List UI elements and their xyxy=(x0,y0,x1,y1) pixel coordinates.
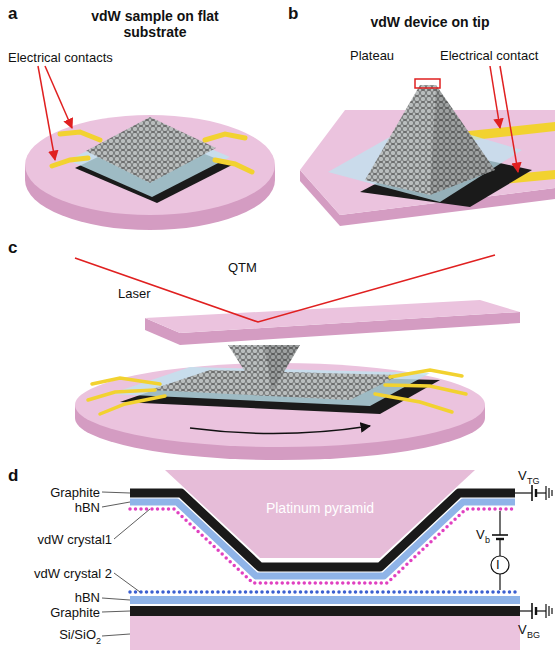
text-label: V xyxy=(476,527,485,542)
contact-wire xyxy=(60,132,100,140)
contact-wire xyxy=(215,160,252,172)
panel-a-art xyxy=(25,66,275,230)
text-label: V xyxy=(518,622,527,637)
vdw-lattice xyxy=(86,117,216,183)
wire xyxy=(536,492,546,493)
slab-top xyxy=(145,300,520,333)
ground xyxy=(548,488,549,498)
pyramid-facet xyxy=(264,345,300,392)
ammeter xyxy=(491,556,509,574)
leader-line xyxy=(114,509,150,539)
text-label: vdW crystal1 xyxy=(38,532,112,547)
bottom-graphite xyxy=(130,606,520,616)
pointer-arrow xyxy=(45,66,72,128)
pointer-arrow xyxy=(500,66,518,172)
text-label: I xyxy=(496,557,500,572)
plateau-marker xyxy=(415,79,440,88)
leader-line xyxy=(102,492,130,493)
leader-line xyxy=(102,611,130,612)
text-label: Graphite xyxy=(50,605,100,620)
pyramid-lattice xyxy=(365,85,495,195)
pyramid-facet xyxy=(430,85,495,195)
rotation-arrow xyxy=(190,426,370,434)
tip-pyramid xyxy=(228,345,300,392)
text-label: Laser xyxy=(118,286,151,301)
panel-letter: b xyxy=(288,4,298,23)
ground xyxy=(551,608,552,614)
text-label: QTM xyxy=(228,260,257,275)
panel-title: vdW sample on flat substrate xyxy=(70,8,240,40)
subscript: TG xyxy=(527,476,540,486)
leader-line xyxy=(102,502,130,507)
wire xyxy=(499,511,500,535)
contact-wire xyxy=(92,378,160,384)
text-label: vdW crystal 2 xyxy=(34,566,112,581)
text-label: Electrical contacts xyxy=(8,50,113,65)
ground xyxy=(551,490,552,496)
bottom-hbn xyxy=(130,596,520,604)
text-label: hBN xyxy=(75,590,100,605)
panel-c-art xyxy=(75,255,520,460)
panel-d-art xyxy=(102,485,552,650)
subscript: b xyxy=(485,535,490,545)
crystal2-atoms xyxy=(130,590,520,594)
battery-plate xyxy=(531,485,533,501)
wire xyxy=(499,574,500,590)
contact-wire xyxy=(390,370,462,377)
pointer-arrow xyxy=(38,66,55,160)
wire xyxy=(536,610,546,611)
panel-letter: c xyxy=(8,238,17,257)
panel-b-art xyxy=(300,66,555,226)
contact-wire xyxy=(375,394,452,412)
text-label: V xyxy=(518,468,527,483)
wire xyxy=(515,492,532,493)
subscript: 2 xyxy=(96,636,101,646)
text-label: Plateau xyxy=(350,48,394,63)
substrate-disk xyxy=(25,115,275,215)
leader-line xyxy=(114,573,140,592)
text-label: Electrical contact xyxy=(440,48,538,63)
pyramid-node: Platinum pyramid xyxy=(165,470,475,558)
pyramid-shape xyxy=(165,470,475,558)
panel-letter: a xyxy=(8,4,17,23)
laser-beam xyxy=(75,255,495,322)
text-label: Si/SiO xyxy=(59,627,96,642)
contact-wire xyxy=(205,134,245,140)
wire xyxy=(520,610,532,611)
node-label: Platinum pyramid xyxy=(165,500,475,516)
contact-wire xyxy=(385,385,466,394)
battery-plate xyxy=(492,534,508,536)
panel-letter: d xyxy=(8,466,18,485)
panel-title: vdW device on tip xyxy=(340,14,520,30)
battery-plate xyxy=(531,603,533,619)
subscript: BG xyxy=(527,630,540,640)
ground xyxy=(545,486,546,500)
ground xyxy=(545,604,546,618)
leader-line xyxy=(102,634,130,636)
text-label: Graphite xyxy=(50,485,100,500)
text-label: hBN xyxy=(75,500,100,515)
contact-wire xyxy=(100,396,165,414)
circuit xyxy=(491,485,552,619)
si-substrate xyxy=(130,616,520,650)
leader-line xyxy=(102,598,130,600)
contacts xyxy=(52,132,252,172)
contact-wire xyxy=(52,158,88,166)
ground xyxy=(548,606,549,616)
pointer-arrow xyxy=(490,66,500,128)
leader-lines xyxy=(102,492,150,636)
wire xyxy=(499,539,500,556)
